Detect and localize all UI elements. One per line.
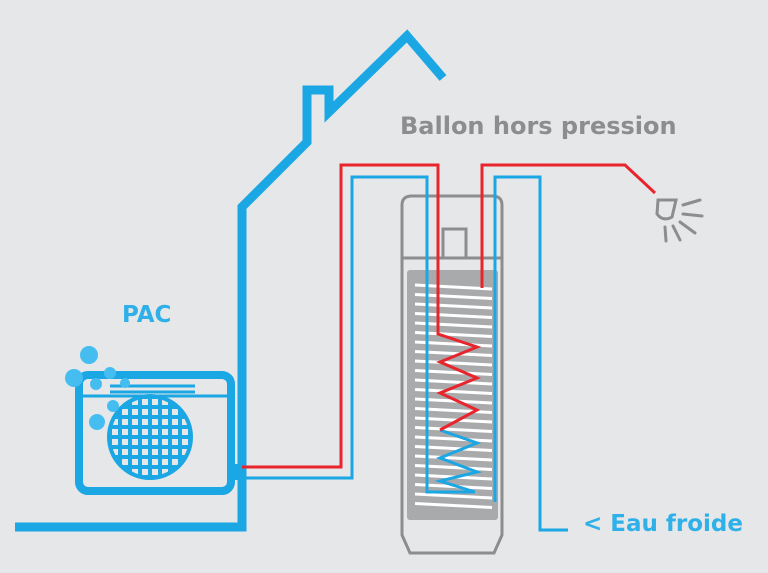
heat-pump-unit xyxy=(65,346,242,495)
water-tank xyxy=(400,194,504,555)
stripe xyxy=(414,502,493,509)
heat-pump-label: PAC xyxy=(122,302,172,328)
hot-supply-pipe xyxy=(240,163,482,469)
house-outline xyxy=(15,29,447,532)
cold-water-label: < Eau froide xyxy=(583,511,743,537)
bubbles xyxy=(65,346,130,430)
blue-coil xyxy=(434,428,483,494)
tank-label: Ballon hors pression xyxy=(400,112,677,140)
cold-return-pipe xyxy=(240,175,475,494)
hot-water-outlet-pipe xyxy=(480,163,657,288)
stripe xyxy=(414,492,493,500)
shower-head-icon xyxy=(655,198,704,243)
cold-water-inlet-pipe xyxy=(493,175,568,532)
